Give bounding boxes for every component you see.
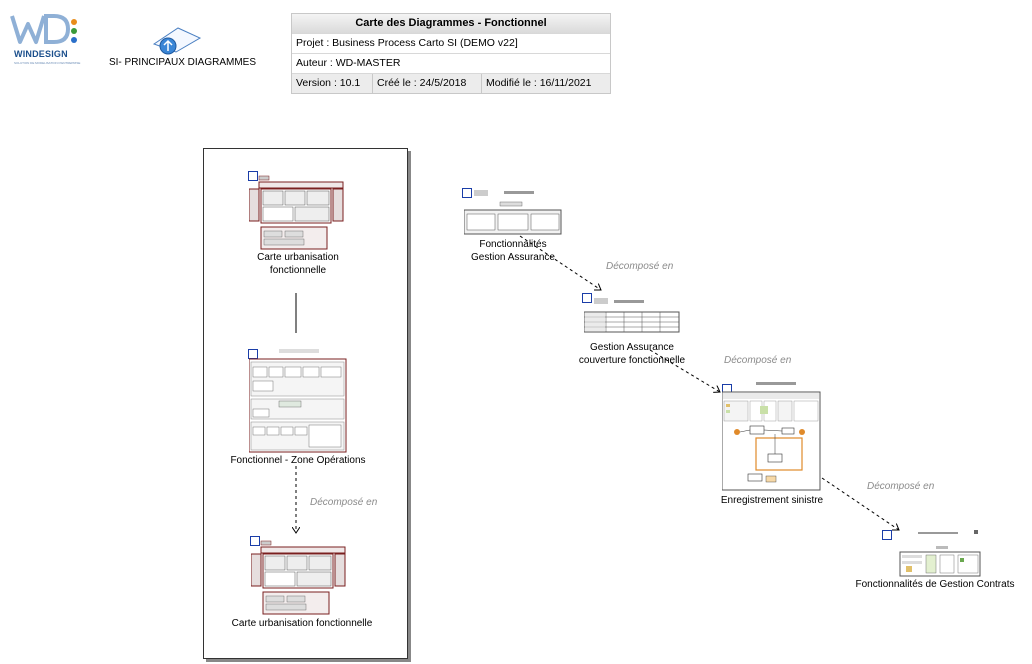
node-label-fonct-gestion-contrats[interactable]: Fonctionnalités de Gestion Contrats (855, 579, 1015, 590)
logo-brand-top: WIN (14, 49, 33, 59)
modified-field: Modifié le : 16/11/2021 (486, 77, 592, 89)
shortcut-icon[interactable] (462, 188, 472, 198)
thumbnail-zone-operations[interactable] (249, 349, 347, 453)
project-field: Projet : Business Process Carto SI (DEMO… (292, 34, 610, 54)
node-label-carte-urbanisation-2[interactable]: Carte urbanisation fonctionnelle (231, 618, 373, 629)
author-field: Auteur : WD-MASTER (292, 54, 610, 74)
principal-diagrams-icon[interactable] (150, 24, 204, 58)
windesign-logo: WINDESIGN SOLUTION DE MODELISATION D'ENT… (10, 10, 82, 66)
shortcut-icon[interactable] (248, 171, 258, 181)
logo-brand-bottom: DESIGN (32, 49, 68, 59)
logo-tagline: SOLUTION DE MODELISATION D'ENTREPRISE (14, 61, 81, 65)
wd-logo-mark (10, 14, 77, 44)
decompose-link-2[interactable] (519, 235, 601, 290)
decompose-label-3: Décomposé en (724, 355, 792, 366)
decompose-label-4: Décomposé en (867, 481, 935, 492)
decompose-label-1: Décomposé en (310, 497, 378, 508)
node-label-fonct-gestion-assurance[interactable]: Fonctionnalités Gestion Assurance (471, 239, 555, 263)
decompose-link-3[interactable] (649, 349, 720, 392)
diagram-title: Carte des Diagrammes - Fonctionnel (292, 14, 610, 34)
node-label-gestion-assurance-couverture[interactable]: Gestion Assurance couverture fonctionnel… (578, 342, 686, 366)
title-block: Carte des Diagrammes - Fonctionnel Proje… (291, 13, 611, 94)
node-label-carte-urbanisation-1[interactable]: Carte urbanisation fonctionnelle (257, 252, 339, 276)
thumbnail-carte-urbanisation-1[interactable] (249, 171, 345, 251)
shortcut-icon[interactable] (250, 536, 260, 546)
shortcut-icon[interactable] (882, 530, 892, 540)
thumbnail-fonct-gestion-assurance[interactable] (464, 188, 562, 236)
decompose-label-2: Décomposé en (606, 261, 674, 272)
thumbnail-gestion-assurance-couverture[interactable] (584, 296, 680, 336)
principal-diagrams-label[interactable]: SI- PRINCIPAUX DIAGRAMMES (108, 57, 257, 68)
thumbnail-carte-urbanisation-2[interactable] (251, 536, 347, 616)
created-field: Créé le : 24/5/2018 (373, 74, 482, 93)
version-field: Version : 10.1 (292, 74, 373, 93)
node-label-enregistrement-sinistre[interactable]: Enregistrement sinistre (720, 495, 824, 506)
node-label-zone-operations[interactable]: Fonctionnel - Zone Opérations (230, 455, 366, 466)
thumbnail-enregistrement-sinistre[interactable] (722, 382, 822, 492)
thumbnail-fonct-gestion-contrats[interactable] (898, 528, 982, 578)
shortcut-icon[interactable] (582, 293, 592, 303)
version-row: Version : 10.1 Créé le : 24/5/2018 Modif… (292, 74, 610, 93)
